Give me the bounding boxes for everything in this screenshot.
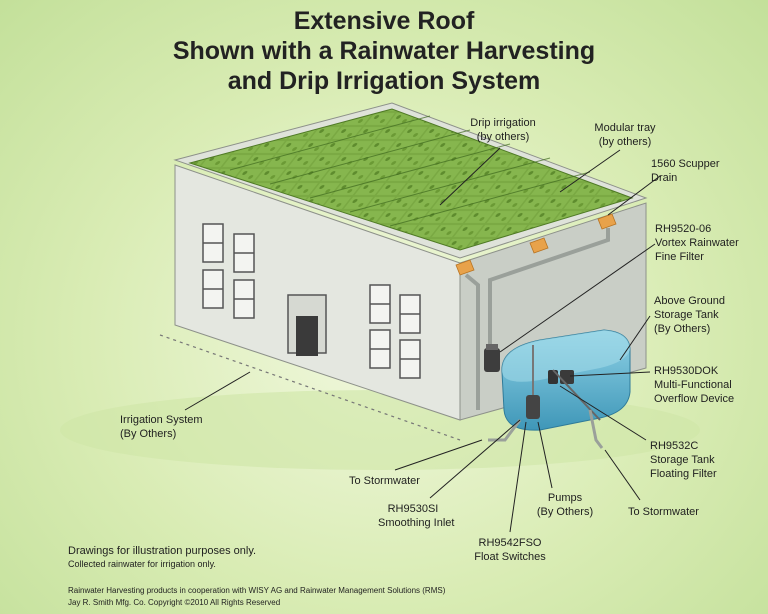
label-float-switches: RH9542FSO Float Switches — [474, 537, 546, 563]
label-smoothing-inlet: RH9530SI Smoothing Inlet — [378, 503, 455, 529]
label-to-stormwater-left: To Stormwater — [349, 475, 420, 487]
page-title: Extensive Roof Shown with a Rainwater Ha… — [0, 6, 768, 96]
footer-note-2: Collected rainwater for irrigation only. — [68, 559, 216, 569]
door — [287, 294, 327, 356]
title-line-2: Shown with a Rainwater Harvesting — [172, 37, 596, 65]
vortex-fine-filter — [484, 344, 500, 372]
tank-internals — [526, 345, 601, 421]
green-roof — [188, 108, 634, 251]
drip-irrigation-lines — [229, 115, 591, 227]
label-drip-irrigation: Drip irrigation (by others) — [470, 117, 536, 143]
outflow-pipes — [488, 409, 604, 449]
label-irrigation-system: Irrigation System (By Others) — [120, 414, 203, 440]
label-storage-tank: Above Ground Storage Tank (By Others) — [654, 295, 725, 335]
label-modular-tray: Modular tray (by others) — [594, 122, 656, 148]
title-line-1: Extensive Roof — [293, 7, 475, 35]
title-line-3: and Drip Irrigation System — [227, 67, 541, 95]
label-overflow-device: RH9530DOK Multi-Functional Overflow Devi… — [654, 365, 735, 405]
label-scupper-drain: 1560 Scupper Drain — [651, 158, 720, 184]
downpipes — [464, 228, 610, 410]
leader-lines — [184, 147, 661, 533]
footer-note-1: Drawings for illustration purposes only. — [68, 545, 257, 557]
footer-credit-1: Rainwater Harvesting products in coopera… — [68, 586, 446, 595]
windows-left — [202, 223, 255, 319]
scupper-drains — [455, 213, 617, 276]
label-floating-filter: RH9532C Storage Tank Floating Filter — [650, 440, 717, 480]
label-to-stormwater-right: To Stormwater — [628, 506, 699, 518]
footer-credit-2: Jay R. Smith Mfg. Co. Copyright ©2010 Al… — [68, 598, 281, 607]
label-pumps: Pumps (By Others) — [536, 492, 594, 518]
label-fine-filter: RH9520-06 Vortex Rainwater Fine Filter — [655, 223, 739, 263]
windows-right — [369, 284, 421, 379]
